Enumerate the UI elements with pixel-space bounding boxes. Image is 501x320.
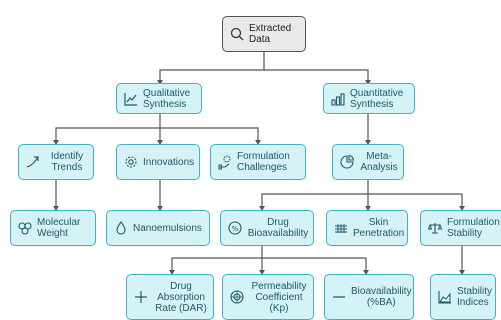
formulation-stability-node[interactable]: Formulation Stability	[420, 210, 501, 246]
skin-penetration-node[interactable]: Skin Penetration	[326, 210, 408, 246]
node-label: Drug Absorption Rate (DAR)	[155, 280, 207, 314]
pie-chart-icon	[339, 154, 355, 170]
trend-chart-icon	[123, 91, 139, 107]
target-icon	[229, 289, 245, 305]
node-label: Extracted Data	[249, 23, 292, 45]
node-label: Meta-Analysis	[360, 151, 398, 173]
node-label: Skin Penetration	[353, 217, 405, 239]
hand-gear-icon	[217, 154, 233, 170]
quantitative-synthesis-node[interactable]: Quantitative Synthesis	[323, 83, 415, 114]
molecule-icon	[17, 220, 33, 236]
node-label: Drug Bioavailability	[247, 217, 309, 239]
innovations-node[interactable]: Innovations	[116, 144, 200, 180]
droplet-icon	[113, 220, 129, 236]
nanoemulsions-node[interactable]: Nanoemulsions	[106, 210, 210, 246]
node-label: Innovations	[143, 156, 195, 168]
node-label: Identify Trends	[50, 151, 84, 173]
meta-analysis-node[interactable]: Meta-Analysis	[332, 144, 404, 180]
minus-icon	[331, 289, 347, 305]
bar-chart-icon	[330, 91, 346, 107]
node-label: Quantitative Synthesis	[350, 87, 404, 110]
node-label: Qualitative Synthesis	[143, 87, 191, 110]
search-icon	[229, 26, 245, 42]
qualitative-synthesis-node[interactable]: Qualitative Synthesis	[116, 83, 202, 114]
stability-indices-node[interactable]: Stability Indices	[430, 274, 496, 320]
scale-icon	[427, 220, 443, 236]
percent-icon: %	[227, 220, 243, 236]
area-chart-icon	[437, 289, 453, 305]
svg-text:%: %	[232, 225, 239, 233]
node-label: Molecular Weight	[37, 217, 81, 239]
trend-arrow-icon	[25, 154, 41, 170]
extracted-data-node[interactable]: Extracted Data	[222, 16, 306, 52]
node-label: Formulation Challenges	[237, 151, 290, 173]
node-label: Formulation Stability	[447, 217, 500, 239]
gear-icon	[123, 154, 139, 170]
node-label: Permeability Coefficient (Kp)	[251, 280, 307, 314]
molecular-weight-node[interactable]: Molecular Weight	[10, 210, 96, 246]
drug-absorption-rate-node[interactable]: Drug Absorption Rate (DAR)	[126, 274, 214, 320]
identify-trends-node[interactable]: Identify Trends	[18, 144, 94, 180]
formulation-challenges-node[interactable]: Formulation Challenges	[210, 144, 306, 180]
bioavailability-ba-node[interactable]: Bioavailability (%BA)	[324, 274, 414, 320]
plus-icon	[133, 289, 149, 305]
drug-bioavailability-node[interactable]: % Drug Bioavailability	[220, 210, 314, 246]
permeability-coefficient-node[interactable]: Permeability Coefficient (Kp)	[222, 274, 314, 320]
skin-layers-icon	[333, 220, 349, 236]
node-label: Stability Indices	[457, 286, 493, 308]
node-label: Bioavailability (%BA)	[351, 286, 412, 308]
node-label: Nanoemulsions	[133, 222, 202, 234]
